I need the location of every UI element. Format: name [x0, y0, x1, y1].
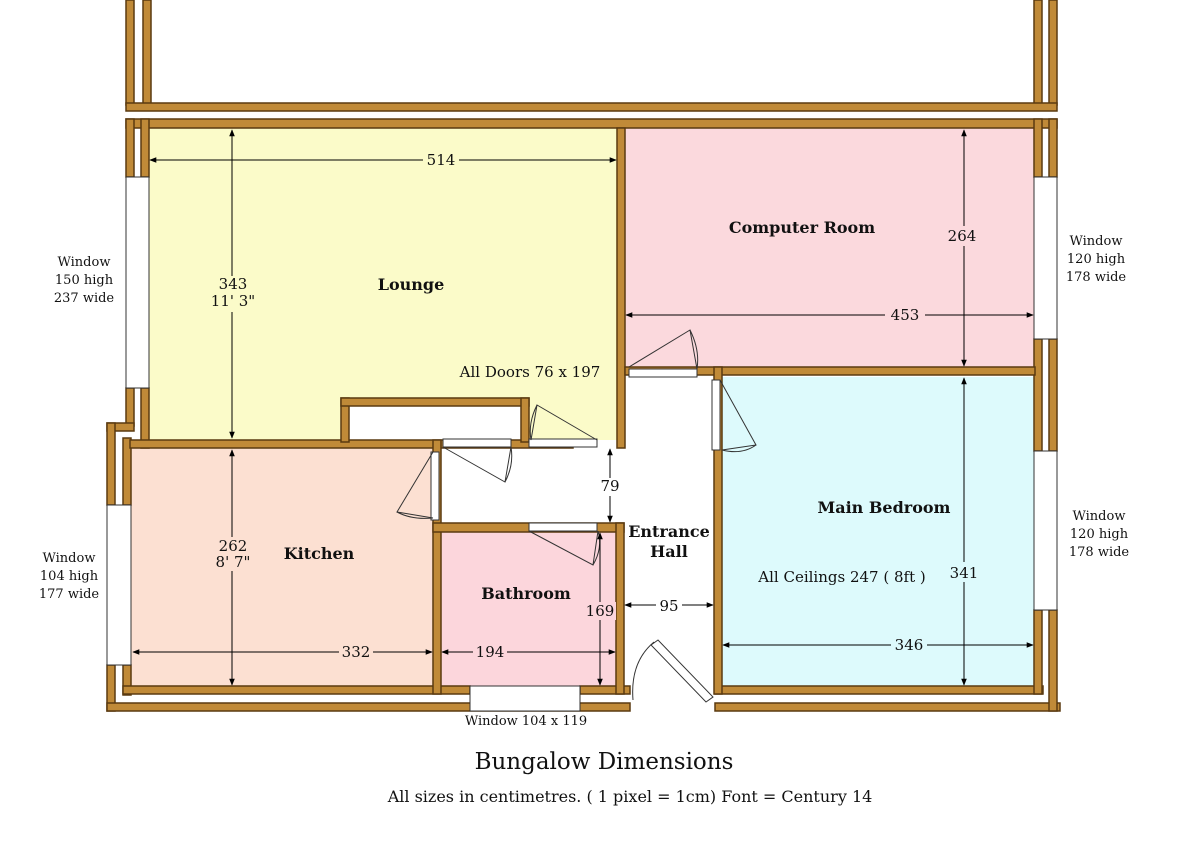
- room-label-computer-room: Computer Room: [729, 218, 875, 237]
- room-label-entrance-hall-2: Hall: [650, 542, 688, 561]
- notes: All Doors 76 x 197 All Ceilings 247 ( 8f…: [459, 363, 926, 586]
- bedroom-width-label: 346: [895, 636, 924, 654]
- room-label-main-bedroom: Main Bedroom: [818, 498, 951, 517]
- lounge-fill: [148, 128, 617, 440]
- windows: [106, 176, 1058, 712]
- title-block: Bungalow Dimensions All sizes in centime…: [387, 749, 873, 806]
- diagram-title: Bungalow Dimensions: [475, 749, 734, 775]
- window-lounge: [125, 176, 150, 389]
- kitchen-fill: [130, 448, 433, 686]
- window-computer-room-label-2: 120 high: [1067, 252, 1126, 267]
- room-labels: Lounge Computer Room Kitchen Bathroom En…: [284, 218, 951, 603]
- room-label-kitchen: Kitchen: [284, 544, 355, 563]
- computer-room-height-label: 264: [948, 227, 977, 245]
- computer-room-fill: [625, 128, 1035, 367]
- main-bedroom-fill: [722, 377, 1035, 686]
- window-lounge-label-1: Window: [58, 255, 111, 270]
- dimension-lines: [132, 129, 1034, 686]
- window-lounge-label-3: 237 wide: [54, 291, 115, 306]
- window-kitchen-label-3: 177 wide: [39, 587, 100, 602]
- window-bedroom-label-2: 120 high: [1070, 527, 1129, 542]
- kitchen-width-label: 332: [342, 643, 371, 661]
- window-kitchen-label-2: 104 high: [40, 569, 99, 584]
- window-bathroom-label: Window 104 x 119: [465, 714, 587, 729]
- computer-room-width-label: 453: [891, 306, 920, 324]
- diagram-subtitle: All sizes in centimetres. ( 1 pixel = 1c…: [387, 787, 873, 806]
- room-fills: [130, 128, 1035, 686]
- dimension-labels: 514 343 11' 3" 264 453 262 8' 7" 332 194…: [211, 150, 982, 661]
- lounge-height-label: 343: [219, 275, 248, 293]
- window-labels: Window 150 high 237 wide Window 120 high…: [39, 234, 1130, 729]
- lounge-width-label: 514: [427, 151, 456, 169]
- passage-width-label: 79: [600, 477, 619, 495]
- window-bedroom-label-3: 178 wide: [1069, 545, 1130, 560]
- bathroom-width-label: 194: [476, 643, 505, 661]
- window-lounge-label-2: 150 high: [55, 273, 114, 288]
- lounge-height-imperial-label: 11' 3": [211, 292, 255, 310]
- doors: [396, 329, 757, 703]
- window-kitchen: [106, 504, 132, 666]
- hall-width-label: 95: [659, 597, 678, 615]
- window-bedroom: [1033, 450, 1058, 611]
- window-bathroom: [469, 685, 581, 712]
- room-label-entrance-hall-1: Entrance: [628, 522, 710, 541]
- room-label-bathroom: Bathroom: [481, 584, 571, 603]
- window-computer-room-label-1: Window: [1070, 234, 1123, 249]
- all-doors-note: All Doors 76 x 197: [459, 363, 601, 381]
- kitchen-height-label: 262: [219, 537, 248, 555]
- all-ceilings-note: All Ceilings 247 ( 8ft ): [757, 568, 925, 586]
- bedroom-height-label: 341: [950, 564, 979, 582]
- kitchen-height-imperial-label: 8' 7": [216, 553, 251, 571]
- window-bedroom-label-1: Window: [1073, 509, 1126, 524]
- bathroom-height-label: 169: [586, 602, 615, 620]
- window-computer-room: [1033, 176, 1058, 340]
- room-label-lounge: Lounge: [378, 275, 445, 294]
- window-kitchen-label-1: Window: [43, 551, 96, 566]
- window-computer-room-label-3: 178 wide: [1066, 270, 1127, 285]
